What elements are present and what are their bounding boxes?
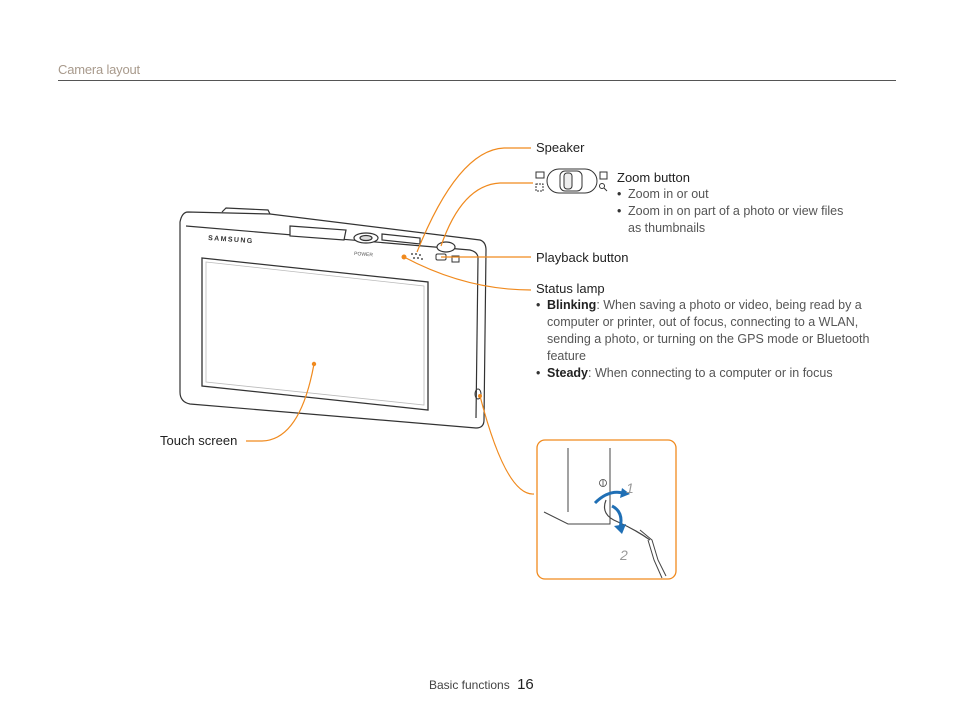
- speaker-label: Speaker: [536, 140, 585, 155]
- power-label: POWER: [354, 251, 374, 258]
- status-steady-item: Steady: When connecting to a computer or…: [536, 365, 869, 382]
- section-title: Camera layout: [58, 62, 140, 77]
- zoom-bullet-1: Zoom in or out: [617, 186, 843, 203]
- strap-inset: 1 2: [536, 439, 677, 580]
- page-number: 16: [517, 676, 534, 693]
- status-lamp-label: Status lamp: [536, 281, 605, 296]
- status-blinking-item: Blinking: When saving a photo or video, …: [536, 297, 869, 365]
- zoom-bullet-2: Zoom in on part of a photo or view files: [617, 203, 843, 220]
- zoom-button-label: Zoom button: [617, 170, 690, 185]
- strap-step-2: 2: [619, 547, 628, 563]
- speaker-grille: [411, 253, 423, 260]
- zoom-lever-icon: [535, 168, 608, 194]
- camera-brand-text: SAMSUNG: [208, 235, 254, 245]
- callout-lines: [246, 147, 535, 495]
- status-lamp-bullets: Blinking: When saving a photo or video, …: [536, 297, 869, 382]
- touch-screen-label: Touch screen: [160, 433, 238, 448]
- page-footer: Basic functions 16: [429, 676, 534, 693]
- touch-screen: [201, 257, 429, 411]
- zoom-button-bullets: Zoom in or out Zoom in on part of a phot…: [617, 186, 843, 237]
- footer-section: Basic functions: [429, 678, 510, 692]
- strap-step-1: 1: [626, 480, 634, 496]
- header-divider: [58, 80, 896, 81]
- zoom-bullet-2-cont: as thumbnails: [628, 221, 706, 235]
- playback-button-label: Playback button: [536, 250, 629, 265]
